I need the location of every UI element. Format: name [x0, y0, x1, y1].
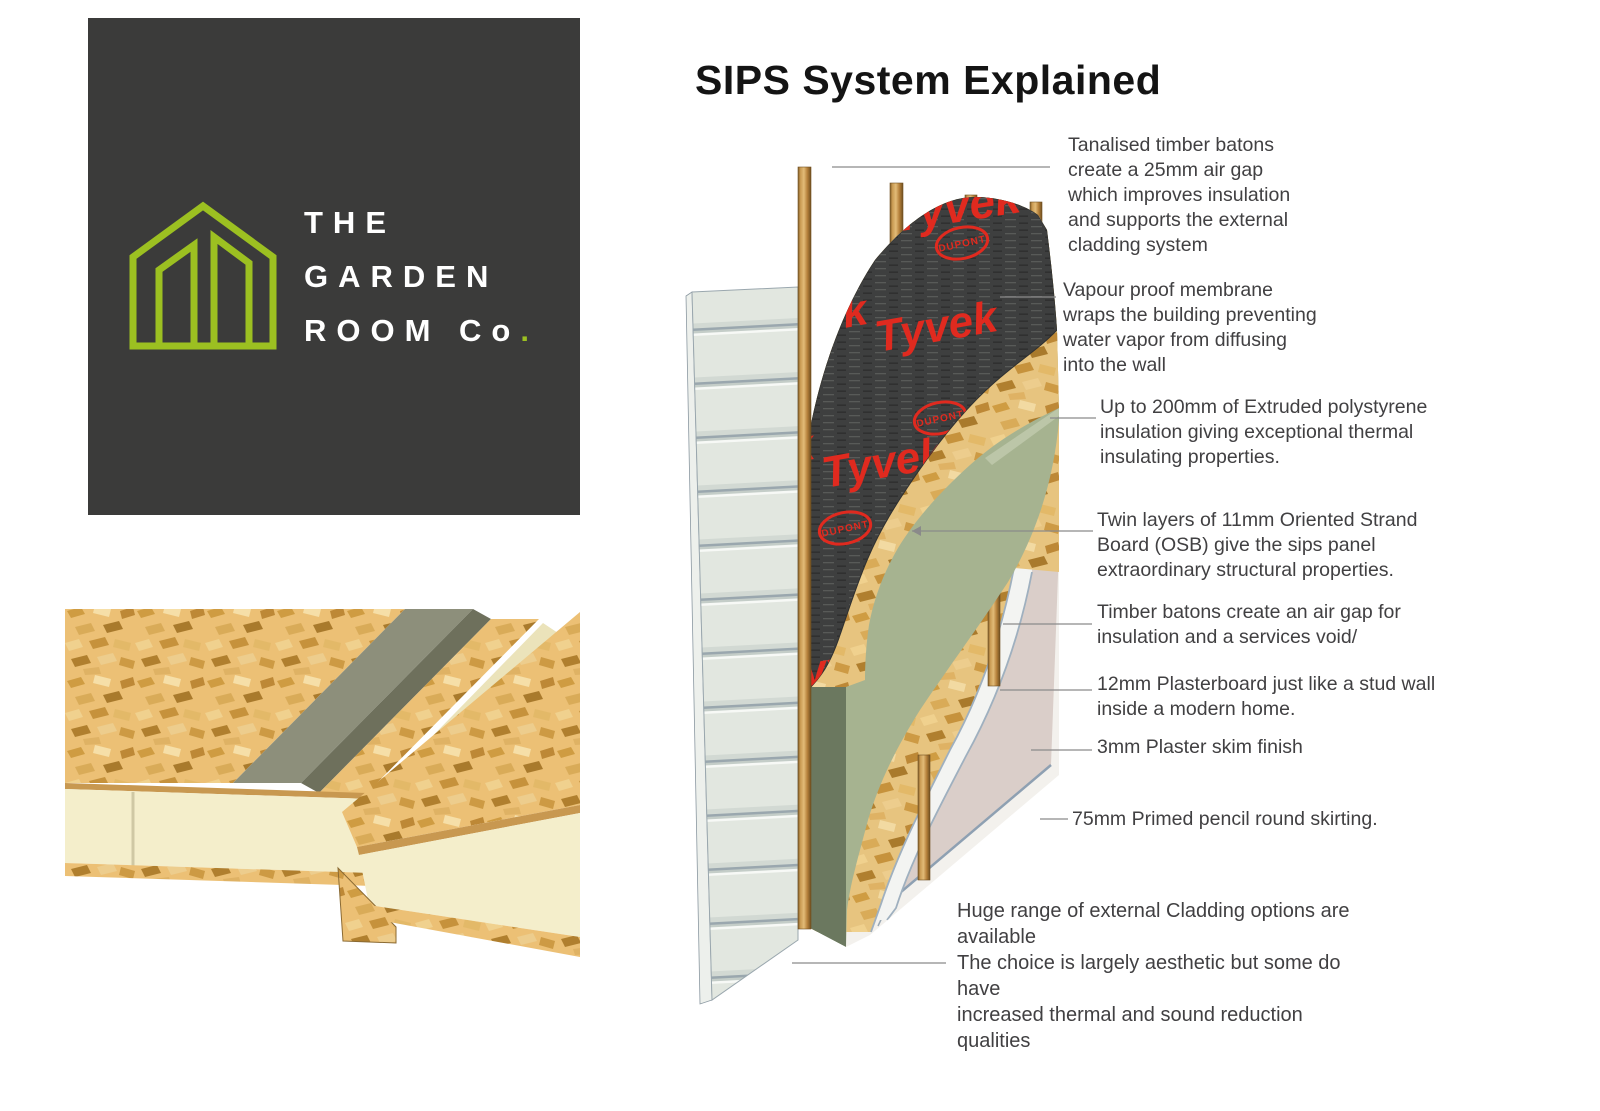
- annotation-skirting: 75mm Primed pencil round skirting.: [1072, 808, 1378, 830]
- annotation-timber-batons: Tanalised timber batons create a 25mm ai…: [1068, 134, 1291, 256]
- logo-line-1: THE: [304, 205, 396, 240]
- logo-line-2: GARDEN: [304, 259, 499, 294]
- page-title: SIPS System Explained: [695, 57, 1162, 103]
- leader-arrow: [912, 526, 921, 536]
- vapour-membrane-layer: [808, 197, 1058, 692]
- service-baton-icon: [917, 754, 931, 881]
- spline-beam: [233, 609, 473, 783]
- logo-wordmark: THE GARDEN ROOM Co.: [304, 196, 529, 358]
- sip-panel-photo: [65, 605, 580, 1010]
- timber-baton-front: [797, 166, 812, 930]
- sips-wall-cutaway-diagram: Tyvek DUPONT Tyvek Tyvek DUPONT Tyvek Ty…: [685, 166, 1096, 1005]
- house-icon: [129, 201, 277, 350]
- foam-core-face: [65, 789, 371, 873]
- annotation-vapour-membrane: Vapour proof membrane wraps the building…: [1063, 279, 1317, 376]
- foam-core-face: [359, 813, 580, 937]
- annotation-osb: Twin layers of 11mm Oriented Strand Boar…: [1097, 509, 1418, 581]
- xps-insulation-front-face: [808, 687, 846, 947]
- annotation-cladding-options: Huge range of external Cladding options …: [957, 900, 1350, 1052]
- annotation-plasterboard: 12mm Plasterboard just like a stud wall …: [1097, 673, 1436, 720]
- logo-line-3: ROOM Co.: [304, 313, 529, 348]
- cladding-panel: [685, 286, 799, 1005]
- annotation-insulation: Up to 200mm of Extruded polystyrene insu…: [1100, 396, 1428, 468]
- leader-lines: [792, 166, 1096, 964]
- garden-room-logo-card: THE GARDEN ROOM Co.: [88, 18, 580, 515]
- annotation-air-gap: Timber batons create an air gap for insu…: [1097, 601, 1401, 648]
- annotation-plaster-skim: 3mm Plaster skim finish: [1097, 736, 1303, 758]
- sip-panel-right: [337, 612, 580, 957]
- logo-green-dot: .: [520, 313, 529, 348]
